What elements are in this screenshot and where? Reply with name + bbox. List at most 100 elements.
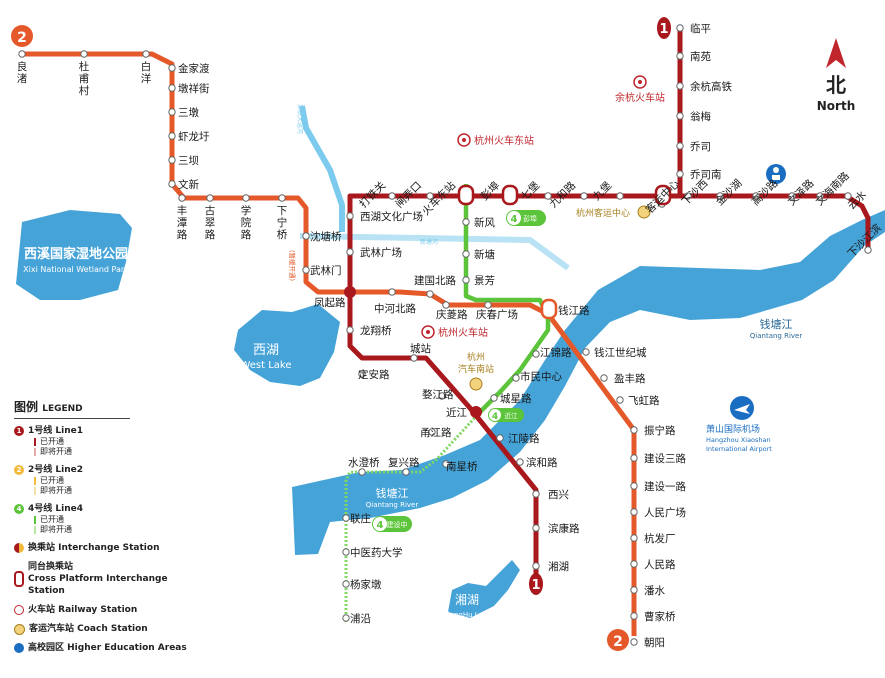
station-dot-qiaosinan[interactable] (676, 170, 684, 178)
station-dot-shuichengqiao[interactable] (358, 468, 366, 476)
station-dot-jianshesanlu[interactable] (630, 454, 638, 462)
station-label-dinganlu[interactable]: 定安路 (358, 368, 390, 381)
station-label-feihonglu[interactable]: 飞虹路 (628, 394, 660, 407)
line1-badge-south[interactable]: 1 (529, 573, 543, 595)
cross-kezyunzhongxin[interactable] (654, 184, 672, 206)
station-dot-chaoyang[interactable] (630, 638, 638, 646)
station-label-qiaosi[interactable]: 乔司 (690, 141, 711, 153)
station-label-jianglinglu[interactable]: 江陵路 (508, 432, 540, 445)
station-dot-wenxin[interactable] (168, 180, 176, 188)
line2-badge-west[interactable]: 2 (11, 25, 33, 47)
station-dot-longxiangqiao[interactable] (346, 326, 354, 334)
station-label-jingfang[interactable]: 景芳 (474, 274, 495, 287)
station-dot-nanyuan[interactable] (676, 52, 684, 60)
station-dot-wulinguangchang[interactable] (346, 248, 354, 256)
station-label-qinglinglu[interactable]: 庆菱路 (436, 308, 468, 321)
station-dot-jinjiadu[interactable] (168, 64, 176, 72)
station-label-qianjiangshijicheng[interactable]: 钱江世纪城 (594, 346, 647, 359)
station-dot-xixing[interactable] (532, 490, 540, 498)
station-dot-panshui[interactable] (630, 586, 638, 594)
station-dot-linping[interactable] (676, 24, 684, 32)
station-label-jianguobeilu[interactable]: 建国北路 (414, 274, 456, 287)
station-dot-puyan[interactable] (342, 614, 350, 622)
line2-badge-south[interactable]: 2 (607, 629, 629, 651)
station-label-jinjiadu[interactable]: 金家渡 (178, 62, 210, 75)
station-label-wulinguangchang[interactable]: 武林广场 (360, 246, 402, 259)
station-dot-shiminzhongxin[interactable] (512, 374, 520, 382)
station-dot-jianglinglu[interactable] (496, 434, 504, 442)
station-dot-renminlu[interactable] (630, 560, 638, 568)
station-dot-xiashaxi[interactable] (684, 192, 692, 200)
station-label-renminguangchang[interactable]: 人民广场 (644, 506, 686, 519)
line1-badge-north[interactable]: 1 (657, 17, 671, 39)
station-dot-nanxingqiao[interactable] (442, 460, 450, 468)
station-label-qiaosinan[interactable]: 乔司南 (690, 168, 722, 181)
station-dot-liangzhu[interactable] (18, 50, 26, 58)
station-dot-fengtanlu[interactable] (178, 194, 186, 202)
station-label-nanxingqiao[interactable]: 南星桥 (446, 460, 478, 473)
station-label-qibao[interactable]: 七堡 (518, 179, 542, 203)
station-label-dunxiangjie[interactable]: 墩祥街 (178, 82, 210, 95)
station-dot-jiuhelu[interactable] (580, 192, 588, 200)
station-dot-shentangqiao[interactable] (302, 232, 310, 240)
station-label-fengqilu[interactable]: 凤起路 (314, 296, 346, 309)
station-label-yangjiadun[interactable]: 杨家墩 (350, 578, 382, 591)
interchange-fengqilu[interactable] (344, 286, 356, 298)
station-label-xihuwenhuaguangchang[interactable]: 西湖文化广场 (360, 210, 423, 223)
station-label-chengxinglu[interactable]: 城星路 (500, 392, 532, 405)
station-dot-xiashajiangbin[interactable] (864, 246, 872, 254)
station-label-duqiaocun[interactable]: 杜甫村 (79, 60, 90, 97)
station-dot-binhelu[interactable] (516, 458, 524, 466)
station-label-baiyang[interactable]: 白洋 (141, 60, 152, 85)
station-label-pengbu[interactable]: 彭埠 (478, 179, 502, 203)
station-dot-qiaomei[interactable] (676, 112, 684, 120)
station-dot-xianghu[interactable] (532, 562, 540, 570)
station-dot-caojiaqiao[interactable] (630, 612, 638, 620)
station-label-wulinmen[interactable]: 武林门 (310, 264, 342, 277)
station-label-jiubao[interactable]: 九堡 (590, 179, 614, 203)
station-dot-qingchunguangchang[interactable] (484, 301, 492, 309)
station-label-xianghu[interactable]: 湘湖 (548, 560, 569, 573)
station-dot-lianzhuang[interactable] (342, 514, 350, 522)
station-dot-gudanglu[interactable] (206, 194, 214, 202)
station-label-linping[interactable]: 临平 (690, 22, 711, 35)
station-dot-yunshui[interactable] (844, 192, 852, 200)
station-dot-xueyuanlu[interactable] (242, 194, 250, 202)
station-label-shuichengqiao[interactable]: 水澄桥 (348, 456, 380, 469)
station-dot-jinshahu[interactable] (716, 192, 724, 200)
station-dot-yingfenglu[interactable] (600, 374, 608, 382)
cross-qianjianglu[interactable] (540, 298, 558, 320)
interchange-jinjiang[interactable] (470, 406, 482, 418)
station-label-caojiaqiao[interactable]: 曹家桥 (644, 610, 676, 623)
station-dot-qibao[interactable] (544, 192, 552, 200)
station-dot-xianingqiao[interactable] (278, 194, 286, 202)
station-label-longxiangqiao[interactable]: 龙翔桥 (360, 324, 392, 337)
station-label-yuhanggaotie[interactable]: 余杭高铁 (690, 80, 732, 93)
station-label-shentangqiao[interactable]: 沈塘桥 (310, 230, 342, 243)
station-dot-renminguangchang[interactable] (630, 508, 638, 516)
station-label-xueyuanlu[interactable]: 学院路 (241, 204, 252, 241)
station-dot-yangjiadun[interactable] (342, 580, 350, 588)
station-dot-jiangjinlu[interactable] (532, 350, 540, 358)
station-dot-yuhanggaotie[interactable] (676, 82, 684, 90)
station-label-lianzhuang[interactable]: 联庄 (350, 512, 371, 525)
station-dot-zhongheBeilu[interactable] (388, 288, 396, 296)
station-label-binhelu[interactable]: 滨和路 (526, 456, 558, 469)
station-dot-zhakou[interactable] (426, 192, 434, 200)
station-dot-xinfeng[interactable] (462, 218, 470, 226)
station-label-xinfeng[interactable]: 新风 (474, 216, 495, 229)
east-station[interactable]: 杭州火车东站 (457, 133, 534, 147)
station-dot-wujianglu[interactable] (438, 392, 446, 400)
station-label-wujianglu[interactable]: 婺江路 (422, 388, 454, 401)
station-dot-gaoshalu[interactable] (752, 192, 760, 200)
station-label-jiangjinlu[interactable]: 江锦路 (540, 346, 572, 359)
station-label-qianjianglu[interactable]: 钱江路 (558, 304, 590, 317)
station-label-puyan[interactable]: 浦沿 (350, 612, 371, 625)
station-label-yongjianglu[interactable]: 甬江路 (420, 426, 452, 439)
station-dot-feihonglu[interactable] (616, 396, 624, 404)
station-dot-qiaosi[interactable] (676, 142, 684, 150)
station-label-xixing[interactable]: 西兴 (548, 489, 569, 501)
station-label-xiashaxi[interactable]: 下沙西 (680, 177, 711, 208)
